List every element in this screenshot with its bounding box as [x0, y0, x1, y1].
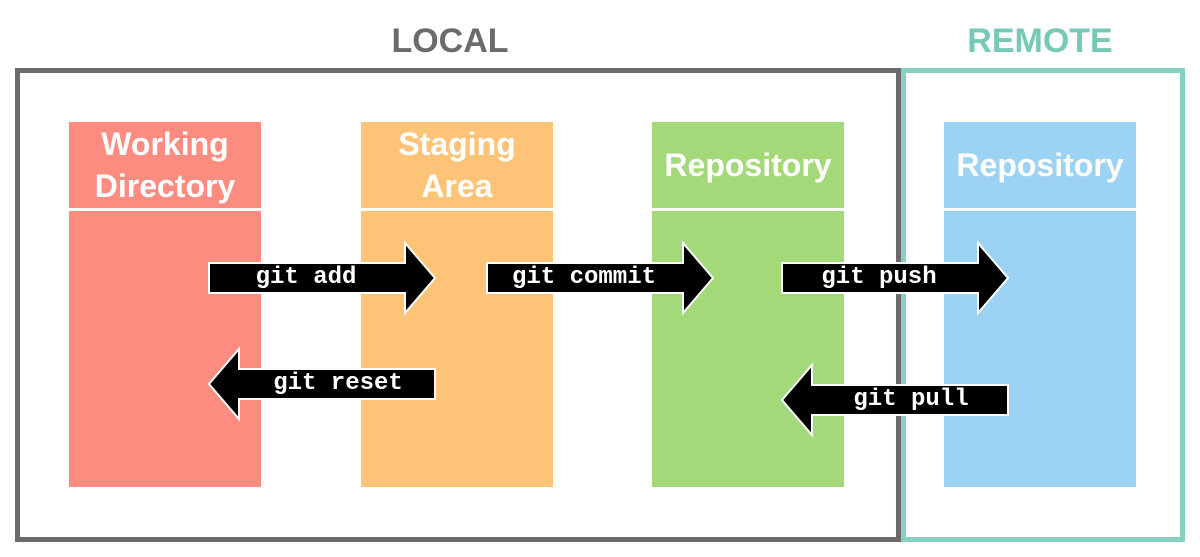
right-arrow-icon — [486, 240, 715, 316]
right-arrow-icon — [781, 240, 1010, 316]
git-add-arrow: git add — [207, 240, 437, 316]
column-divider — [652, 208, 844, 211]
right-arrow-icon — [208, 240, 437, 316]
git-push-arrow: git push — [780, 240, 1010, 316]
git-commit-arrow: git commit — [485, 240, 715, 316]
git-commit-label: git commit — [511, 264, 657, 291]
local-repository-label: Repository — [664, 147, 832, 183]
staging-area-column: Staging Area — [361, 122, 553, 487]
remote-title: REMOTE — [967, 22, 1113, 60]
git-pull-label: git pull — [853, 386, 969, 413]
column-header: Repository — [944, 122, 1136, 208]
column-divider — [361, 208, 553, 211]
remote-repository-column: Repository — [944, 122, 1136, 487]
working-directory-label: Working Directory — [94, 126, 236, 204]
working-directory-column: Working Directory — [69, 122, 261, 487]
staging-area-label: Staging Area — [398, 126, 516, 204]
column-header: Staging Area — [361, 122, 553, 208]
left-arrow-icon — [780, 362, 1009, 438]
column-header: Working Directory — [69, 122, 261, 208]
git-reset-arrow: git reset — [207, 346, 437, 422]
git-push-label: git push — [821, 264, 937, 291]
git-add-label: git add — [255, 264, 357, 291]
git-reset-label: git reset — [273, 370, 403, 397]
local-frame — [15, 68, 901, 542]
column-header: Repository — [652, 122, 844, 208]
left-arrow-icon — [207, 346, 436, 422]
remote-frame — [901, 68, 1185, 542]
column-divider — [69, 208, 261, 211]
remote-repository-label: Repository — [956, 147, 1124, 183]
local-title: LOCAL — [391, 22, 509, 60]
git-pull-arrow: git pull — [780, 362, 1010, 438]
column-divider — [944, 208, 1136, 211]
